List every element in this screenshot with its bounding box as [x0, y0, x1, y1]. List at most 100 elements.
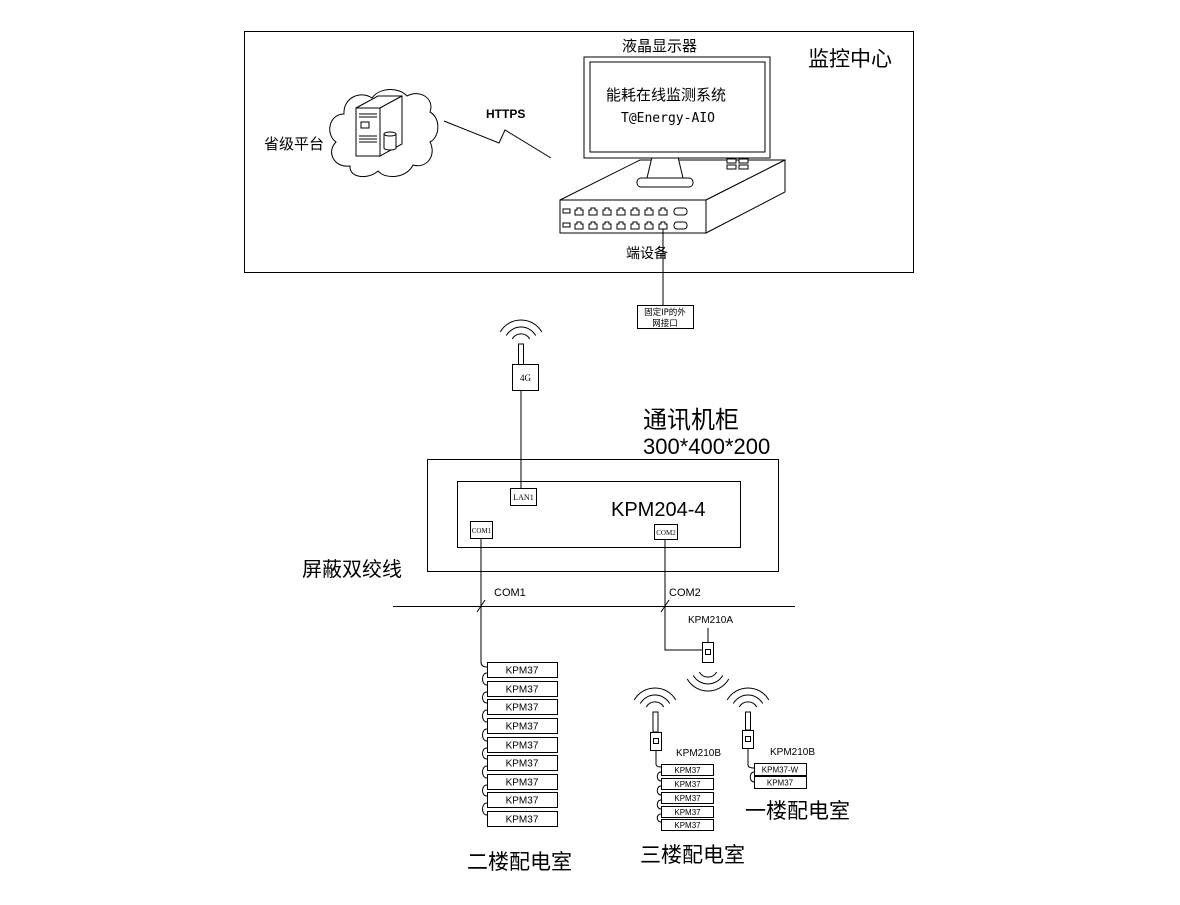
- switch-status-leds: [726, 158, 749, 170]
- meter-label: KPM37: [506, 722, 539, 733]
- signal-arc: [726, 687, 770, 701]
- disk-top: [383, 131, 397, 137]
- server-icon: [355, 95, 403, 157]
- server-indicator: [360, 121, 370, 129]
- console-port: [562, 222, 571, 228]
- monitoring-center-title: 监控中心: [808, 47, 892, 71]
- com1-port-box: [470, 521, 493, 539]
- monitor-stand-base: [636, 177, 694, 188]
- kpm210b-indicator: [653, 738, 659, 744]
- meter-label: KPM37: [674, 780, 701, 789]
- signal-arc: [732, 694, 764, 704]
- provincial-platform-label: 省级平台: [264, 135, 324, 153]
- receiver-to-meter-link: [655, 751, 662, 768]
- antenna-icon: [652, 711, 659, 733]
- signal-arc: [738, 701, 758, 708]
- meter-label: KPM37: [506, 778, 539, 789]
- cloud-icon: [329, 89, 439, 178]
- meter-box: [661, 806, 714, 818]
- signal-arc: [633, 687, 677, 701]
- com2-port-label: COM2: [656, 529, 676, 537]
- signal-arc: [511, 333, 531, 340]
- meter-box: [487, 737, 558, 753]
- kpm210b-indicator: [745, 736, 751, 742]
- kpm210a-label: KPM210A: [688, 615, 733, 626]
- screen-system-title: 能耗在线监测系统: [606, 86, 726, 104]
- meter-label: KPM37: [674, 821, 701, 830]
- kpm210a-indicator: [705, 649, 711, 655]
- daisy-chain-links: [482, 672, 488, 816]
- com1-cable: [480, 539, 488, 668]
- meter-box: [754, 763, 807, 776]
- signal-arc: [639, 694, 671, 704]
- bus-com1-label: COM1: [494, 587, 526, 599]
- server-front: [355, 107, 381, 157]
- floor3-wireless-group: KPM210B KPM37 KPM37 KPM37 KPM37 KPM37: [633, 687, 721, 831]
- meter-label: KPM37: [506, 815, 539, 826]
- server-drive-bays: [359, 113, 377, 143]
- com2-bus-tick: [660, 599, 670, 613]
- meter-box: [487, 811, 558, 827]
- signal-arc: [505, 326, 537, 336]
- meter-box: [487, 699, 558, 715]
- led-indicator: [738, 158, 749, 164]
- console-port: [562, 208, 571, 214]
- daisy-chain-links: [749, 771, 755, 783]
- monitoring-center-boundary: [244, 31, 914, 273]
- disk-cylinder-icon: [383, 131, 397, 151]
- meter-box: [661, 792, 714, 804]
- meter-label: KPM37: [506, 796, 539, 807]
- meter-box: [661, 778, 714, 790]
- wifi-signal-icon: [633, 687, 677, 708]
- lcd-display-label: 液晶显示器: [622, 37, 697, 55]
- cabinet-outline: [427, 459, 779, 572]
- wan-interface-box: [637, 305, 694, 329]
- signal-arc: [698, 671, 718, 678]
- led-indicator: [726, 164, 737, 170]
- ethernet-port-icons: [574, 207, 668, 230]
- shielded-twisted-pair-label: 屏蔽双绞线: [302, 557, 402, 581]
- uplink-port: [673, 207, 688, 216]
- wifi-signal-icon: [499, 319, 543, 340]
- 4g-modem-label: 4G: [520, 373, 532, 383]
- meter-label: KPM37-W: [762, 766, 799, 775]
- cabinet-dimensions: 300*400*200: [643, 434, 770, 459]
- kpm210a-wireless-master: KPM210A: [686, 615, 733, 692]
- cabinet-title: 通讯机柜: [643, 406, 739, 434]
- uplink-port: [673, 221, 688, 230]
- led-indicator: [726, 158, 737, 164]
- wan-interface-label-2: 网接口: [652, 318, 678, 329]
- com1-port-label: COM1: [472, 527, 492, 535]
- meter-label: KPM37: [767, 779, 794, 788]
- meter-label: KPM37: [506, 741, 539, 752]
- https-lightning-link: [443, 120, 552, 159]
- meter-box: [487, 755, 558, 771]
- meter-box: [487, 662, 558, 678]
- floor2-room-name: 二楼配电室: [467, 850, 572, 874]
- meter-label: KPM37: [506, 703, 539, 714]
- wifi-signal-icon: [686, 671, 730, 692]
- signal-arc: [686, 678, 730, 692]
- gateway-model: KPM204-4: [611, 499, 706, 521]
- floor2-meter-stack: KPM37 KPM37 KPM37 KPM37 KPM37 KPM37 KPM3…: [482, 662, 558, 827]
- lan1-port-box: [510, 488, 537, 506]
- meter-box: [487, 774, 558, 790]
- kpm210b-label: KPM210B: [770, 747, 815, 758]
- meter-label: KPM37: [506, 759, 539, 770]
- meter-label: KPM37: [506, 685, 539, 696]
- monitor-screen: [589, 61, 766, 153]
- receiver-to-meter-link: [747, 749, 755, 769]
- antenna-icon: [745, 711, 751, 731]
- floor1-room-name: 一楼配电室: [745, 799, 850, 823]
- meter-label: KPM37: [674, 794, 701, 803]
- floor1-wireless-group: KPM210B KPM37-W KPM37: [726, 687, 815, 789]
- disk-body: [383, 133, 397, 151]
- wifi-signal-icon: [726, 687, 770, 708]
- meter-label: KPM37: [674, 808, 701, 817]
- https-label: HTTPS: [486, 107, 525, 121]
- meter-label: KPM37: [506, 666, 539, 677]
- meter-box: [487, 792, 558, 808]
- signal-arc: [645, 701, 665, 708]
- floor3-room-name: 三楼配电室: [640, 843, 745, 867]
- antenna-icon: [518, 343, 524, 366]
